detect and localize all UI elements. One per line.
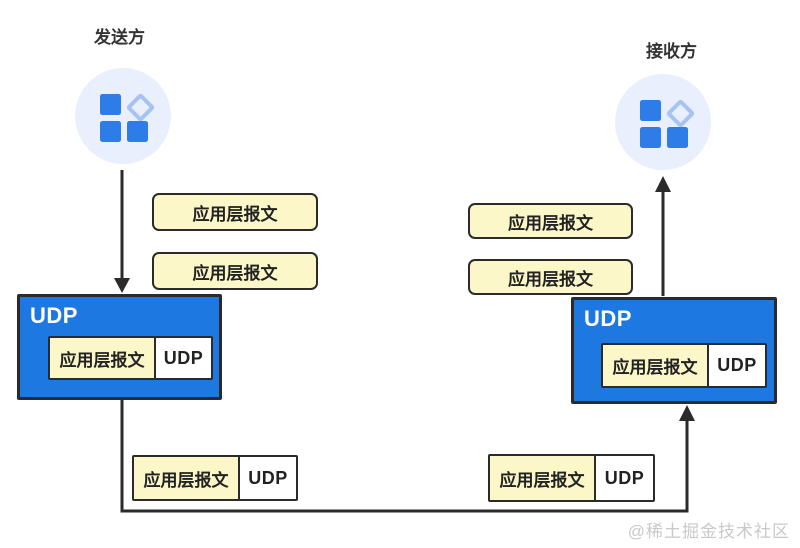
watermark: @稀土掘金技术社区: [627, 522, 790, 541]
connector-lines: [120, 170, 689, 513]
icon-square: [640, 127, 661, 148]
receiver-udp-segment: 应用层报文 UDP: [601, 343, 767, 388]
up-arrowhead-receiver-icon: [655, 176, 671, 192]
sender-app-grid-icon: [75, 68, 171, 164]
down-arrowhead-icon: [114, 278, 130, 293]
transit-line: [120, 400, 689, 513]
icon-square: [100, 121, 121, 142]
udp-layer-title: UDP: [30, 303, 78, 328]
segment-payload: 应用层报文: [50, 338, 154, 378]
receiver-app-grid-icon: [615, 74, 711, 170]
sender-label: 发送方: [94, 28, 145, 47]
sender-app-message-box-1: 应用层报文: [152, 193, 318, 231]
sender-udp-layer-box: UDP 应用层报文 UDP: [17, 294, 222, 400]
icon-square: [127, 121, 148, 142]
transit-udp-segment-1: 应用层报文 UDP: [132, 455, 298, 501]
receiver-app-message-box-2: 应用层报文: [468, 259, 633, 295]
receiver-label: 接收方: [646, 42, 697, 61]
up-arrowhead-udp-icon: [679, 405, 695, 421]
segment-udp-header: UDP: [154, 338, 211, 378]
udp-layer-title: UDP: [584, 306, 632, 331]
segment-payload: 应用层报文: [134, 457, 238, 499]
segment-payload: 应用层报文: [490, 456, 594, 500]
icon-diamond-outline: [665, 98, 696, 129]
icon-square: [640, 100, 661, 121]
icon-square: [667, 127, 688, 148]
transit-udp-segment-2: 应用层报文 UDP: [488, 454, 655, 502]
icon-diamond-outline: [125, 92, 156, 123]
segment-udp-header: UDP: [707, 345, 765, 386]
arrowheads: [114, 176, 695, 421]
segment-udp-header: UDP: [594, 456, 653, 500]
segment-payload: 应用层报文: [603, 345, 707, 386]
sender-udp-segment: 应用层报文 UDP: [48, 336, 213, 380]
sender-app-message-box-2: 应用层报文: [152, 252, 318, 290]
icon-square: [100, 94, 121, 115]
receiver-udp-layer-box: UDP 应用层报文 UDP: [571, 297, 777, 404]
segment-udp-header: UDP: [238, 457, 296, 499]
receiver-app-message-box-1: 应用层报文: [468, 203, 633, 239]
